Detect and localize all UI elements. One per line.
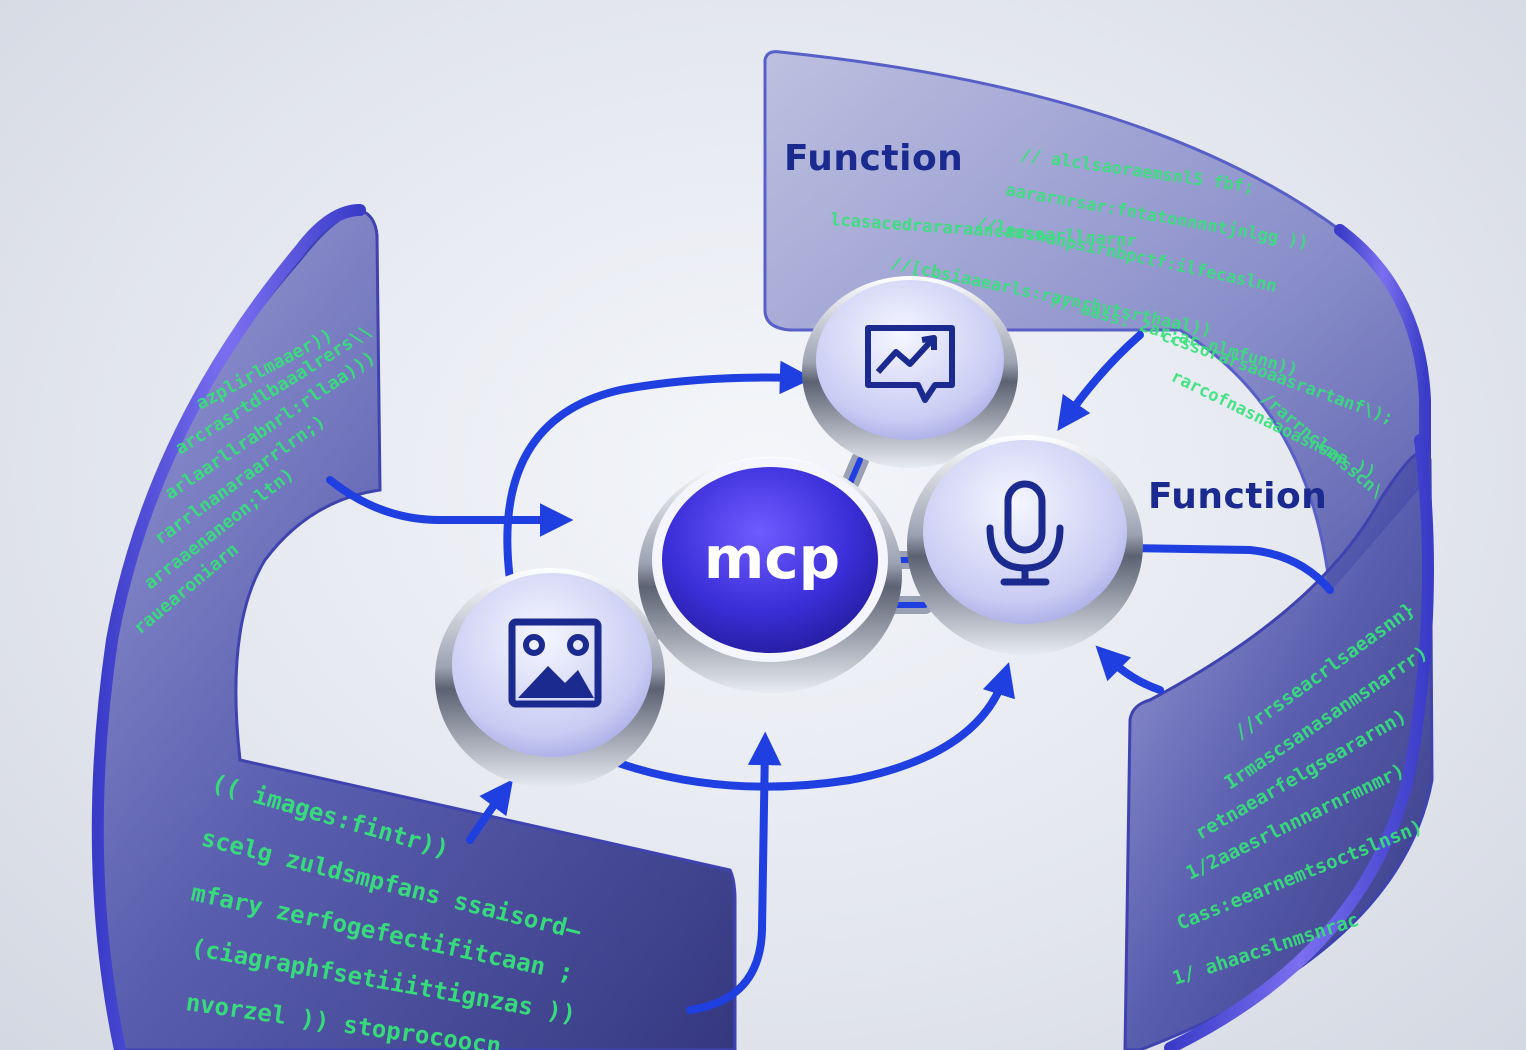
microphone-node[interactable] <box>907 435 1143 655</box>
image-icon <box>508 618 602 708</box>
mcp-label: mcp <box>704 524 840 592</box>
arrow-loop-bottom <box>606 662 1016 791</box>
mcp-center-node[interactable]: mcp <box>638 457 902 693</box>
microphone-icon <box>986 480 1064 586</box>
chart-node[interactable] <box>802 276 1018 468</box>
arrow-loop-top <box>503 360 814 584</box>
image-node[interactable] <box>435 568 665 788</box>
arrow-bottom-to-mcp <box>686 731 782 1014</box>
function-label-right: Function <box>1148 476 1328 517</box>
chart-message-icon <box>865 325 955 403</box>
screen-bottom-right: //rrsseacrlsaeasnn} Irmascsanasanmsnarrr… <box>1123 434 1434 1050</box>
arrow-left-screen-to-mcp <box>326 476 574 537</box>
arrow-mic-to-right-screen <box>1126 544 1334 594</box>
arrow-left-screen-to-image <box>466 779 514 844</box>
arrow-top-screen-to-mic <box>1057 331 1144 432</box>
function-label-top: Function <box>784 138 964 179</box>
arrow-right-screen-to-mic <box>1095 645 1164 694</box>
flow-arrows <box>326 331 1334 1014</box>
